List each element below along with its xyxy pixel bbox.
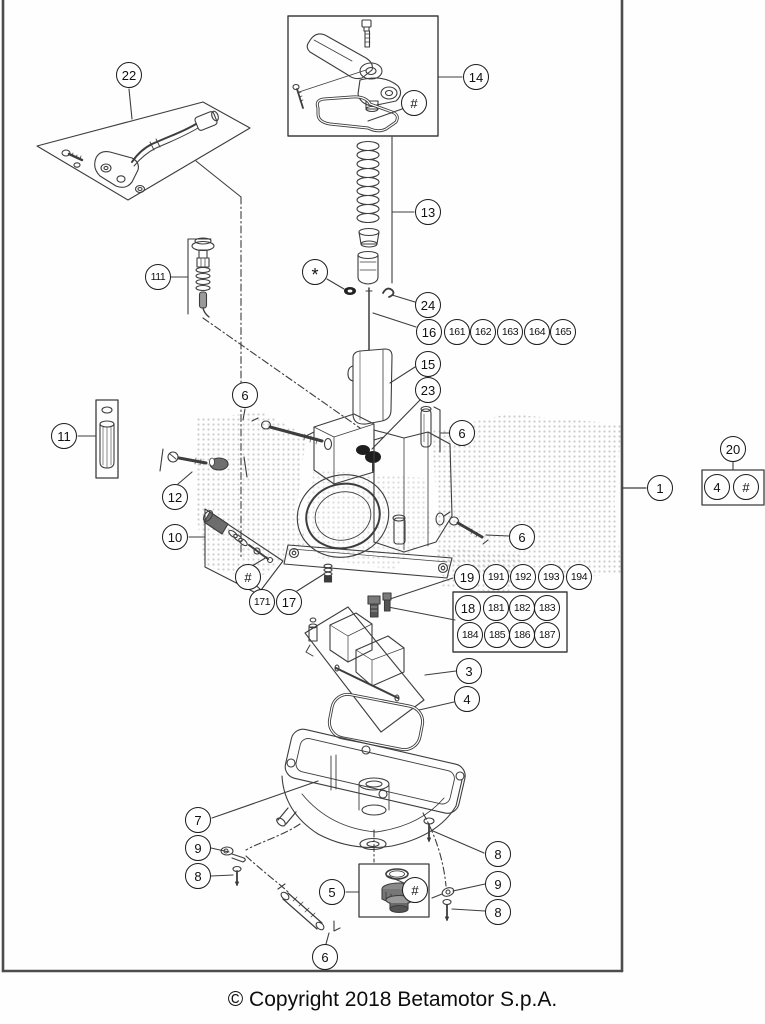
part-12-air-screw-drawing (159, 448, 248, 485)
callout-22: 22 (116, 62, 142, 88)
callout-162: 162 (470, 319, 496, 345)
callout-8-left: 8 (185, 863, 211, 889)
part-11-filter-drawing (77, 399, 119, 479)
callout-185: 185 (484, 622, 510, 648)
callout-15: 15 (415, 351, 441, 377)
part-22-choke-cable-drawing (36, 88, 251, 201)
callout-164: 164 (524, 319, 550, 345)
callout-187: 187 (534, 622, 560, 648)
callout-9-right: 9 (485, 871, 511, 897)
vent-hoses-drawing (245, 812, 447, 893)
callout-hash-10: # (235, 564, 261, 590)
callout-171: 171 (249, 589, 275, 615)
jets-drawing (367, 577, 568, 653)
callout-192: 192 (510, 564, 536, 590)
callout-10: 10 (162, 524, 188, 550)
copyright-text: © Copyright 2018 Betamotor S.p.A. (227, 988, 558, 1011)
callout-hash-cover: # (401, 90, 427, 116)
callout-7: 7 (185, 807, 211, 833)
choke-cable-axis-diagonal (202, 317, 361, 429)
callout-194: 194 (566, 564, 592, 590)
callout-5: 5 (319, 879, 345, 905)
callout-8-right-bottom: 8 (485, 899, 511, 925)
callout-18: 18 (455, 595, 481, 621)
part-111-choke-plunger-drawing (170, 237, 215, 318)
callout-12: 12 (162, 484, 188, 510)
part-14-cover-drawing (287, 15, 463, 137)
part-10-needle-valve-drawing (188, 508, 284, 595)
callout-8-right-top: 8 (485, 841, 511, 867)
callout-186: 186 (509, 622, 535, 648)
callout-6-bottom: 6 (312, 944, 338, 970)
callout-kit-4: 4 (704, 474, 730, 500)
part-6-screws-drawing (242, 405, 510, 945)
callout-182: 182 (509, 595, 535, 621)
callout-9-left: 9 (185, 835, 211, 861)
kit-box (701, 469, 765, 506)
needle-oring-clip-drawing (326, 278, 417, 351)
callout-16: 16 (416, 319, 442, 345)
part-15-slide-drawing (347, 348, 416, 425)
frame-lines (1, 0, 624, 973)
callout-kit-hash: # (733, 474, 759, 500)
callout-star: * (302, 259, 328, 285)
callout-163: 163 (497, 319, 523, 345)
callout-181: 181 (483, 595, 509, 621)
part-3-float-drawing (304, 606, 457, 733)
callout-6-top: 6 (232, 382, 258, 408)
callout-161: 161 (444, 319, 470, 345)
callout-20: 20 (720, 436, 746, 462)
callout-183: 183 (534, 595, 560, 621)
carburetor-body-drawing (283, 413, 453, 791)
callout-165: 165 (550, 319, 576, 345)
callout-13: 13 (415, 199, 441, 225)
callout-17: 17 (276, 589, 302, 615)
callout-6-right: 6 (449, 420, 475, 446)
callout-3: 3 (456, 658, 482, 684)
part-23-needle-jet-drawing (356, 398, 422, 472)
callout-193: 193 (538, 564, 564, 590)
callout-23: 23 (415, 377, 441, 403)
callout-19: 19 (454, 564, 480, 590)
callout-191: 191 (483, 564, 509, 590)
callout-14: 14 (463, 64, 489, 90)
callout-24: 24 (415, 292, 441, 318)
callout-6-mid: 6 (509, 524, 535, 550)
callout-1: 1 (647, 475, 673, 501)
part-13-spring-drawing (356, 136, 415, 285)
part-7-float-bowl-drawing (211, 728, 466, 851)
callout-11: 11 (51, 423, 77, 449)
callout-111: 111 (145, 264, 171, 290)
part-4-gasket-drawing (327, 692, 455, 752)
callout-hash-5: # (402, 877, 428, 903)
callout-184: 184 (457, 622, 483, 648)
part-17-spring-drawing (296, 563, 333, 592)
callout-4: 4 (454, 686, 480, 712)
clamps-screws-drawing (210, 817, 486, 921)
